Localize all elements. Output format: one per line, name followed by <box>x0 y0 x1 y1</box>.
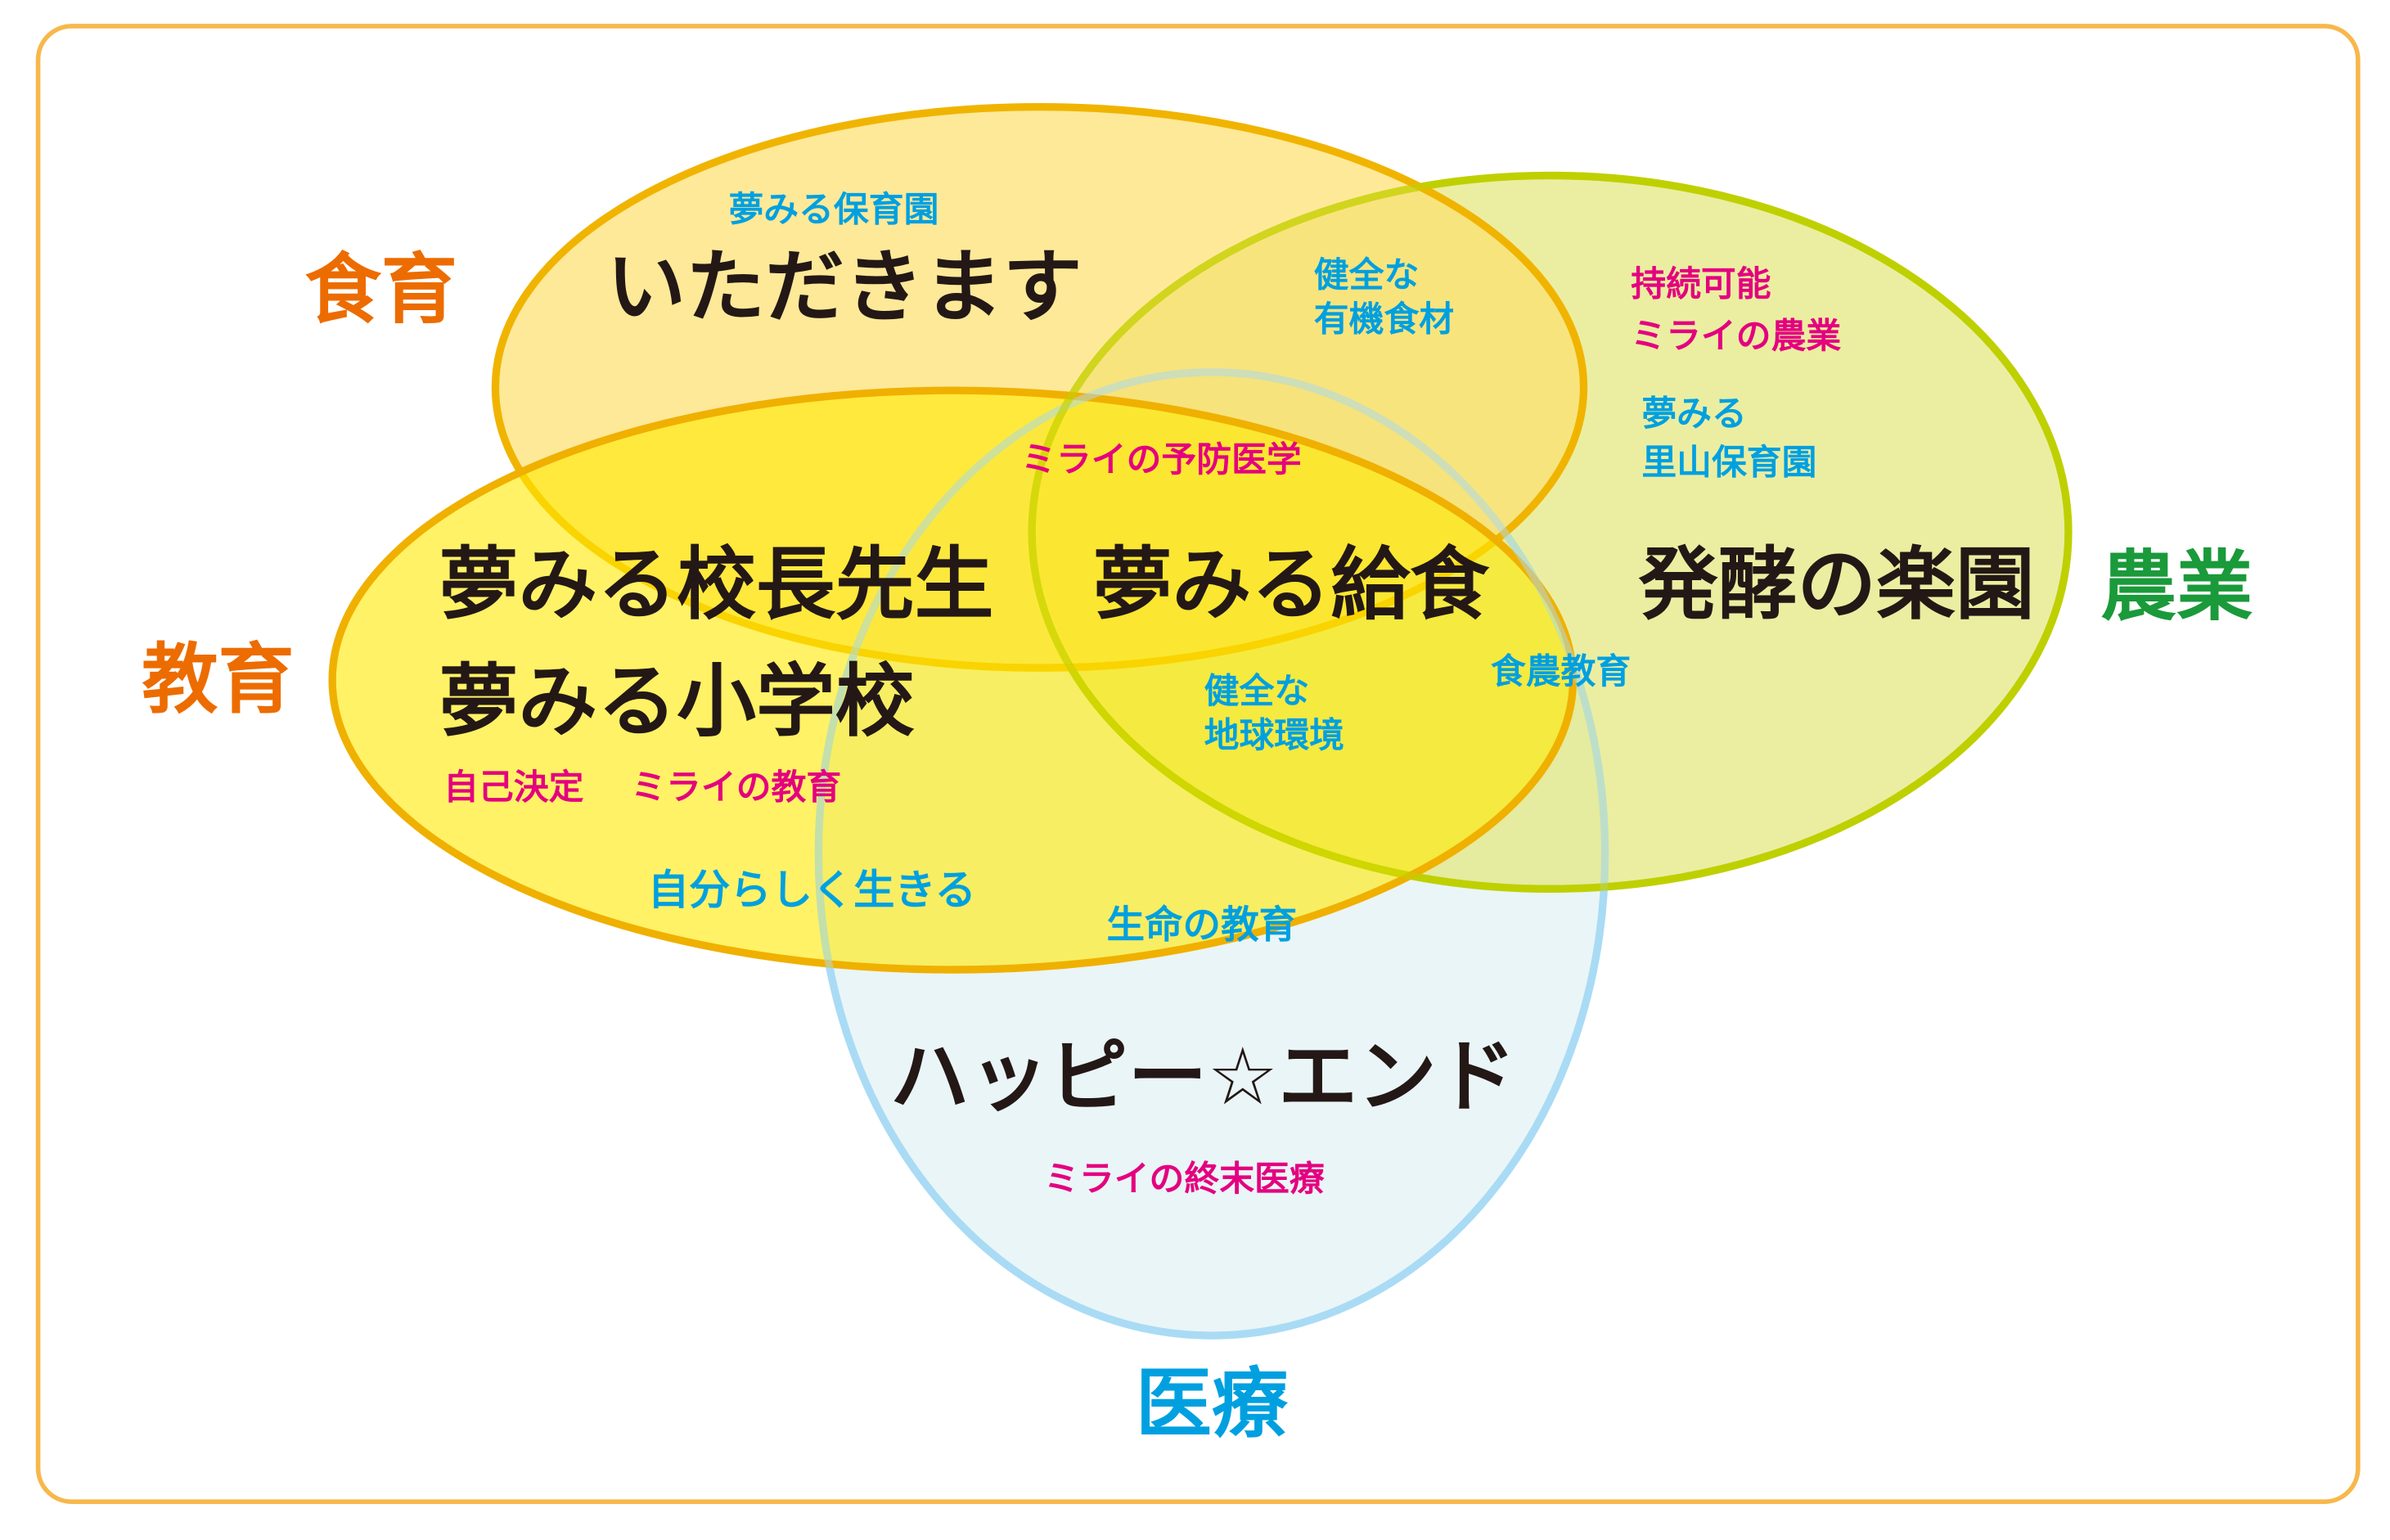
label-earth-1: 健全な <box>1204 671 1309 712</box>
label-happy-end: ハッピー☆エンド <box>890 1030 1516 1123</box>
label-future-agri: ミライの農業 <box>1631 316 1841 357</box>
label-sustainable: 持続可能 <box>1631 264 1771 305</box>
medical-outline <box>814 368 1609 1340</box>
label-satoyama-2: 里山保育園 <box>1641 443 1816 484</box>
label-future-edu: ミライの教育 <box>631 767 841 808</box>
label-nursery: 夢みる保育園 <box>728 189 938 230</box>
label-satoyama-1: 夢みる <box>1641 394 1746 435</box>
category-agriculture: 農業 <box>2100 543 2253 631</box>
label-preventive: ミライの予防医学 <box>1021 439 1302 480</box>
category-food: 食育 <box>305 245 457 334</box>
label-organic-2: 有機食材 <box>1314 299 1454 340</box>
label-lunch: 夢みる給食 <box>1093 538 1490 630</box>
category-medical: 医療 <box>1136 1360 1288 1448</box>
education-circle <box>328 386 1578 974</box>
label-earth-2: 地球環境 <box>1204 715 1344 756</box>
label-self-decision: 自己決定 <box>443 767 583 808</box>
label-organic-1: 健全な <box>1314 254 1419 295</box>
label-fermentation: 発酵の楽園 <box>1639 538 2035 630</box>
category-education: 教育 <box>142 636 294 724</box>
label-itadakimasu: いただきます <box>606 241 1082 333</box>
label-live-yourself: 自分らしく生きる <box>648 866 976 914</box>
label-principal: 夢みる校長先生 <box>439 538 994 630</box>
label-food-agri-edu: 食農教育 <box>1491 651 1631 692</box>
label-school: 夢みる小学校 <box>439 655 915 748</box>
label-life-edu: 生命の教育 <box>1106 903 1297 947</box>
label-terminal-care: ミライの終末医療 <box>1044 1159 1325 1200</box>
agriculture-outline <box>1028 171 2073 893</box>
